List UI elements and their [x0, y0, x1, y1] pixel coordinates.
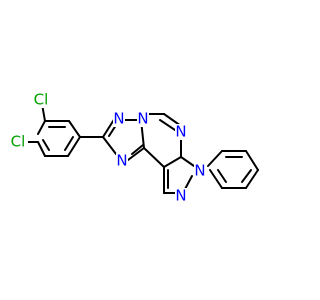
- chlorine-atom: Cl: [31, 91, 51, 109]
- nitrogen-label: N: [194, 162, 205, 180]
- nitrogen-atom: N: [175, 187, 187, 205]
- bond-layer: [27, 103, 259, 194]
- atom-label-background: [8, 134, 28, 150]
- atom-layer: Cl Cl N N N N N N: [8, 91, 206, 205]
- bond: [143, 147, 165, 168]
- bond: [209, 169, 223, 189]
- bond: [37, 141, 46, 157]
- bond: [245, 150, 259, 171]
- chlorine-label: Cl: [11, 133, 26, 151]
- bond: [37, 120, 46, 135]
- nitrogen-atom: N: [194, 162, 206, 180]
- atom-label-background: [175, 124, 187, 140]
- bond: [64, 136, 74, 151]
- atom-label-background: [113, 111, 125, 127]
- molecule-structure-diagram: Cl Cl N N N N N N: [8, 90, 259, 205]
- nitrogen-atom: N: [175, 123, 187, 141]
- chlorine-atom: Cl: [8, 133, 28, 151]
- atom-label-background: [175, 188, 187, 204]
- bond: [241, 169, 252, 183]
- atom-label-background: [116, 153, 128, 169]
- bond: [180, 156, 195, 167]
- atom-label-background: [31, 92, 51, 108]
- atom-label-background: [194, 163, 206, 179]
- bond: [131, 144, 144, 155]
- bond: [102, 136, 117, 155]
- nitrogen-label: N: [116, 152, 127, 170]
- bond: [127, 147, 145, 161]
- nitrogen-atom: N: [116, 152, 128, 170]
- bond: [245, 169, 259, 189]
- nitrogen-label: N: [137, 110, 148, 128]
- bond: [67, 136, 81, 157]
- bond: [207, 150, 223, 167]
- bond: [42, 139, 50, 151]
- nitrogen-label: N: [113, 110, 124, 128]
- chlorine-label: Cl: [34, 91, 49, 109]
- bond: [163, 156, 182, 168]
- bond: [217, 169, 227, 183]
- bond: [159, 119, 176, 131]
- atom-label-background: [137, 111, 149, 127]
- nitrogen-atom: N: [113, 110, 125, 128]
- nitrogen-atom: N: [137, 110, 149, 128]
- bond: [68, 120, 81, 138]
- nitrogen-label: N: [175, 187, 186, 205]
- nitrogen-label: N: [175, 123, 186, 141]
